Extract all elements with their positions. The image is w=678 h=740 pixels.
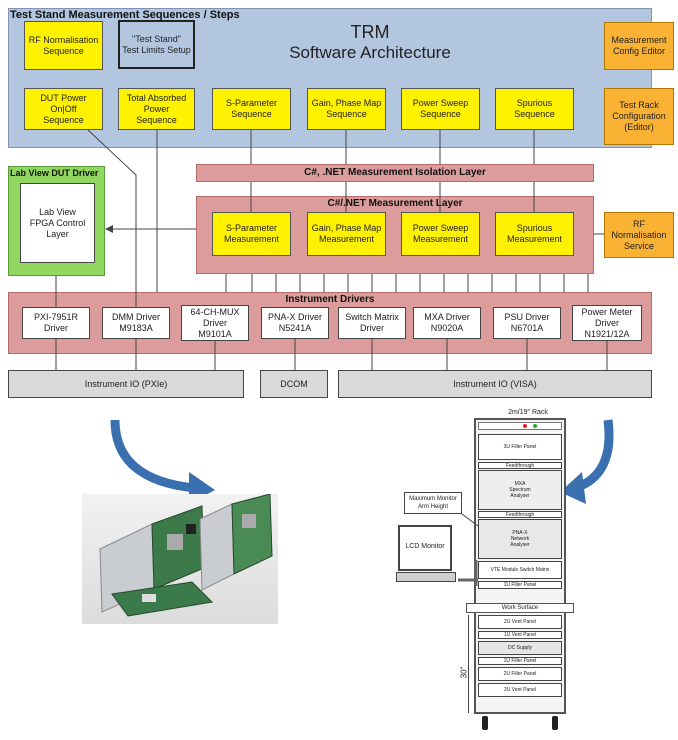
instrument-drivers-title: Instrument Drivers: [285, 294, 375, 305]
sequences-panel-title: Test Stand Measurement Sequences / Steps: [10, 9, 240, 21]
rf-normalisation-service: RF Normalisation Service: [604, 212, 674, 258]
rf-normalisation-sequence: RF Normalisation Sequence: [24, 21, 103, 70]
rack-top-bar: [478, 422, 562, 430]
rack-panel-2u-filler: 2U Filler Panel: [478, 667, 562, 681]
app-title-line2: Software Architecture: [289, 43, 451, 62]
height-label: 30": [459, 666, 469, 679]
rack-caster-right: [552, 716, 558, 730]
lcd-monitor: LCD Monitor: [398, 525, 452, 571]
app-title: TRM Software Architecture: [270, 22, 470, 63]
s-parameter-measurement: S-Parameter Measurement: [212, 212, 291, 256]
pxi-hardware-photo: [82, 493, 278, 624]
driver-pna-x-n5241a: PNA-X Driver N5241A: [261, 307, 329, 339]
curved-arrow-right: [560, 419, 614, 504]
dut-power-sequence: DUT Power On|Off Sequence: [24, 88, 103, 130]
driver-dmm-m9183a: DMM Driver M9183A: [102, 307, 170, 339]
labview-fpga-control-layer: Lab View FPGA Control Layer: [20, 183, 95, 263]
pxi-cards-illustration: [99, 493, 273, 617]
maximum-monitor-arm-height-label: Maximum Monitor Arm Height: [404, 492, 462, 514]
rack-panel-mxa: MXA Spectrum Analyser: [478, 470, 562, 510]
power-sweep-measurement: Power Sweep Measurement: [401, 212, 480, 256]
work-surface-label: Work Surface: [501, 605, 539, 611]
status-led-green: [533, 424, 537, 428]
instrument-io-visa: Instrument IO (VISA): [338, 370, 652, 398]
s-parameter-sequence: S-Parameter Sequence: [212, 88, 291, 130]
rack-panel-1u-filler-b: 1U Filler Panel: [478, 657, 562, 665]
driver-psu-n6701a: PSU Driver N6701A: [493, 307, 561, 339]
gain-phase-map-measurement: Gain, Phase Map Measurement: [307, 212, 386, 256]
dcom: DCOM: [260, 370, 328, 398]
rack-panel-feedthrough-1: Feedthrough: [478, 462, 562, 469]
connector-lines: [55, 129, 608, 370]
test-limits-setup: "Test Stand" Test Limits Setup: [118, 20, 195, 69]
driver-64ch-mux-m9101a: 64-CH-MUX Driver M9101A: [181, 305, 249, 341]
driver-switch-matrix: Switch Matrix Driver: [338, 307, 406, 339]
rack-panel-feedthrough-2: Feedthrough: [478, 511, 562, 518]
test-rack-configuration-editor: Test Rack Configuration (Editor): [604, 88, 674, 145]
rack-panel-3u-filler: 3U Filler Panel: [478, 434, 562, 460]
measurement-config-editor: Measurement Config Editor: [604, 22, 674, 70]
lcd-monitor-label: LCD Monitor: [405, 543, 445, 550]
driver-mxa-n9020a: MXA Driver N9020A: [413, 307, 481, 339]
measurement-layer-title: C#/.NET Measurement Layer: [327, 198, 463, 209]
gain-phase-map-sequence: Gain, Phase Map Sequence: [307, 88, 386, 130]
labview-dut-driver-title: Lab View DUT Driver: [10, 168, 99, 178]
rack-panel-1u-filler-a: 1U Filler Panel: [478, 581, 562, 589]
rack-panel-vte-switch: VTE Module Switch Matrix: [478, 561, 562, 579]
rack-panel-1u-vent: 1U Vent Panel: [478, 631, 562, 639]
spurious-measurement: Spurious Measurement: [495, 212, 574, 256]
isolation-layer: C#, .NET Measurement Isolation Layer: [196, 164, 594, 182]
keyboard-tray: [396, 572, 456, 582]
rack-panel-2u-vent-b: 2U Vent Panel: [478, 683, 562, 697]
status-led-red: [523, 424, 527, 428]
driver-pxi-7951r: PXI-7951R Driver: [22, 307, 90, 339]
spurious-sequence: Spurious Sequence: [495, 88, 574, 130]
driver-power-meter-n1921: Power Meter Driver N1921/12A: [572, 305, 642, 341]
rack-panel-2u-vent-a: 2U Vent Panel: [478, 615, 562, 629]
monitor-arm-lines: [458, 513, 479, 586]
rack-caster-left: [482, 716, 488, 730]
rack-title: 2m/19" Rack: [508, 409, 548, 416]
rack-panel-dc-supply: DC Supply: [478, 641, 562, 655]
height-dimension-line: [468, 615, 469, 713]
instrument-io-pxie: Instrument IO (PXIe): [8, 370, 244, 398]
rack-panel-pna-x: PNA-X Network Analyser: [478, 519, 562, 559]
app-title-line1: TRM: [350, 22, 390, 42]
curved-arrow-left: [110, 419, 215, 504]
work-surface: Work Surface: [466, 603, 574, 613]
total-absorbed-power-sequence: Total Absorbed Power Sequence: [118, 88, 195, 130]
power-sweep-sequence: Power Sweep Sequence: [401, 88, 480, 130]
